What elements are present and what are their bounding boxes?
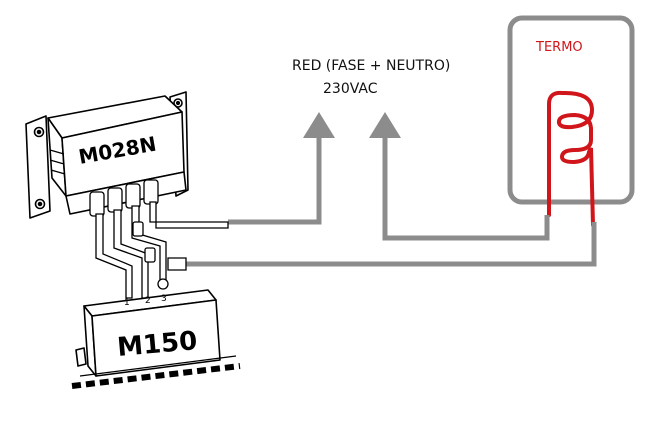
m150-pin-2: 2 bbox=[145, 296, 151, 306]
m150-pin-1: 1 bbox=[124, 298, 130, 308]
wiring bbox=[186, 136, 597, 267]
wire-termo-to-mains-arrow bbox=[382, 136, 550, 241]
thermostat-label: TERMO bbox=[535, 40, 583, 55]
wire-termo-to-m150 bbox=[186, 222, 597, 267]
m028n-flange bbox=[25, 115, 51, 219]
mains-label-line2: 230VAC bbox=[323, 81, 378, 97]
mains-label-line1: RED (FASE + NEUTRO) bbox=[292, 58, 450, 74]
mains-arrows bbox=[303, 112, 401, 138]
arrow-up-icon bbox=[303, 112, 335, 138]
wire-m028n-to-mains-arrow bbox=[228, 136, 322, 225]
m150-pin-3: 3 bbox=[161, 294, 167, 304]
arrow-up-icon bbox=[369, 112, 401, 138]
m150-label: M150 bbox=[116, 326, 198, 363]
thermostat-enclosure bbox=[507, 15, 635, 205]
din-rail bbox=[71, 363, 241, 389]
heater-element bbox=[547, 90, 595, 227]
thermostat: TERMO bbox=[507, 15, 635, 227]
interconnect-wires bbox=[95, 201, 229, 299]
module-m028n: M028N bbox=[25, 91, 189, 219]
module-m150: 1 2 3 M150 bbox=[71, 289, 241, 389]
